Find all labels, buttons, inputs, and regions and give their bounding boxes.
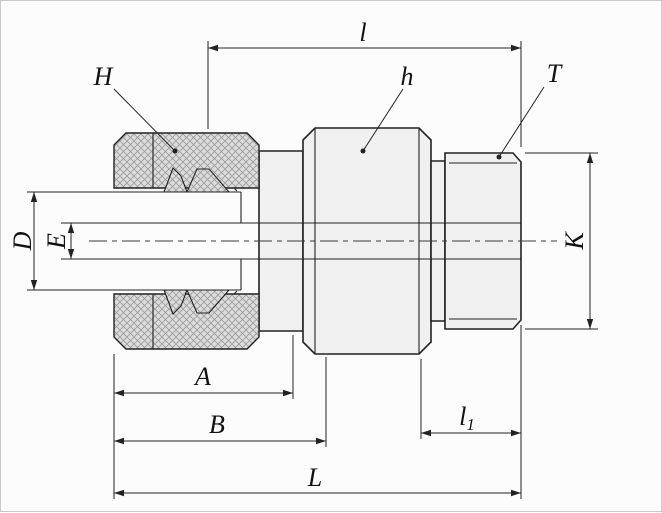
bore-lines — [61, 222, 521, 260]
L-label: L — [307, 463, 322, 492]
D-label: D — [8, 231, 37, 251]
l1-label: l1 — [459, 402, 475, 434]
dimension-l-top: l — [207, 18, 522, 147]
callout-T: T — [496, 59, 563, 160]
dimension-l1: l1 — [420, 359, 521, 439]
ferrules — [163, 167, 231, 315]
L-extension-lines — [113, 325, 522, 499]
h-leader-dot — [360, 148, 366, 154]
dimension-L: L — [113, 325, 522, 499]
callout-h: h — [360, 62, 414, 154]
l1-label-sub: 1 — [466, 415, 475, 434]
B-label: B — [209, 410, 225, 439]
l-label: l — [359, 18, 366, 47]
T-label: T — [547, 59, 563, 88]
dimension-A: A — [114, 335, 294, 399]
T-leader-dot — [496, 154, 502, 160]
h-leader — [362, 88, 404, 152]
thread-section — [444, 152, 522, 330]
K-extension-lines — [525, 152, 598, 330]
H-leader — [113, 88, 176, 152]
dimension-K: K — [525, 152, 598, 330]
K-label: K — [560, 231, 589, 251]
l-extension-lines — [207, 41, 522, 147]
fitting-body — [27, 127, 557, 355]
H-label: H — [93, 62, 114, 91]
nut-bottom-section — [113, 293, 260, 350]
T-leader — [498, 86, 545, 158]
l1-label-base: l — [459, 402, 466, 431]
h-label: h — [401, 62, 414, 91]
tube-lines — [27, 191, 242, 291]
thread-root-lines — [449, 162, 517, 320]
dimension-E: E — [42, 223, 75, 259]
H-leader-dot — [172, 148, 178, 154]
dimension-B: B — [114, 357, 327, 447]
dimension-D: D — [8, 192, 38, 290]
A-label: A — [193, 362, 211, 391]
nut-top-section — [113, 132, 260, 189]
callout-H: H — [93, 62, 178, 154]
E-label: E — [42, 233, 71, 250]
